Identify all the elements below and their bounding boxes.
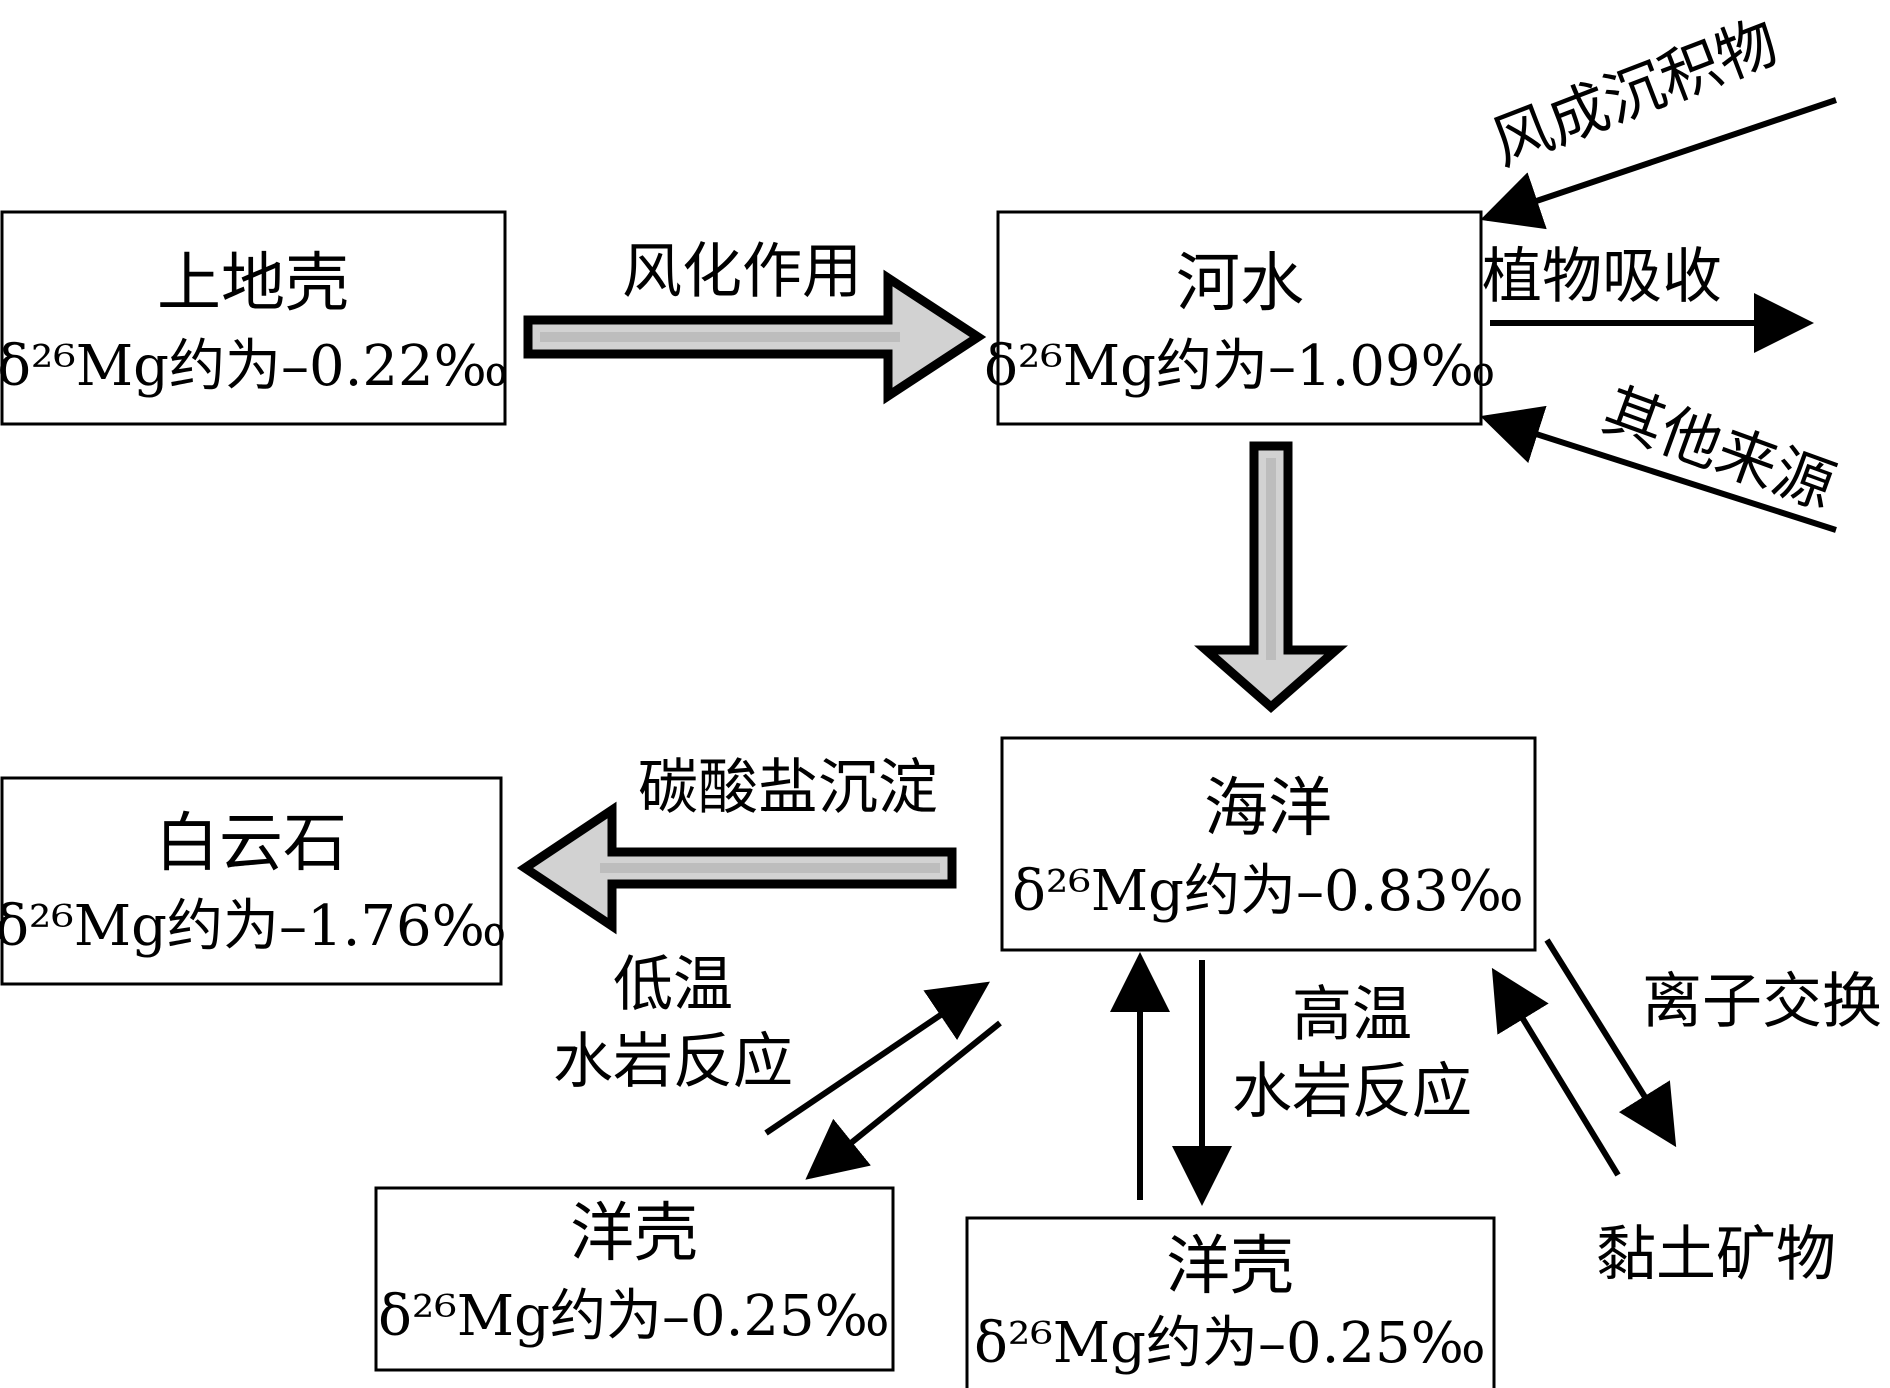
node-dolomite-value: δ²⁶Mg约为–1.76‰ <box>0 894 507 959</box>
block-arrow-carbonate <box>516 801 957 935</box>
arrow-low-temp-down <box>805 1020 1002 1180</box>
node-upper-crust: 上地壳 δ²⁶Mg约为–0.22‰ <box>0 210 509 426</box>
node-river-name: 河水 <box>1176 247 1304 321</box>
node-oceanic-crust-low-name: 洋壳 <box>570 1197 698 1271</box>
node-oceanic-crust-high: 洋壳 δ²⁶Mg约为–0.25‰ <box>965 1216 1496 1388</box>
label-low-temp-line2: 水岩反应 <box>553 1027 793 1097</box>
block-arrow-weathering <box>523 269 987 405</box>
label-aeolian-sediment: 风成沉积物 <box>1482 7 1787 180</box>
arrow-low-temp-up <box>764 981 990 1136</box>
node-upper-crust-value: δ²⁶Mg约为–0.22‰ <box>0 334 509 399</box>
label-other-sources: 其他来源 <box>1594 375 1843 523</box>
arrow-ion-exchange-down <box>1544 938 1677 1148</box>
label-low-temp-line1: 低温 <box>613 950 733 1020</box>
label-clay-minerals: 黏土矿物 <box>1596 1220 1836 1290</box>
node-river-value: δ²⁶Mg约为–1.09‰ <box>984 334 1496 399</box>
node-ocean-value: δ²⁶Mg约为–0.83‰ <box>1012 859 1524 924</box>
node-oceanic-crust-high-name: 洋壳 <box>1166 1230 1294 1304</box>
label-ion-exchange: 离子交换 <box>1642 967 1882 1037</box>
node-dolomite-name: 白云石 <box>155 807 347 881</box>
node-ocean-name: 海洋 <box>1204 772 1332 846</box>
block-arrow-river-to-ocean <box>1194 441 1348 713</box>
label-high-temp-line2: 水岩反应 <box>1232 1057 1472 1127</box>
node-river: 河水 δ²⁶Mg约为–1.09‰ <box>984 210 1496 426</box>
label-high-temp-line1: 高温 <box>1292 980 1412 1050</box>
label-plant-uptake: 植物吸收 <box>1482 242 1722 312</box>
label-carbonate-precipitation: 碳酸盐沉淀 <box>638 753 938 823</box>
arrow-clay-up <box>1491 967 1621 1177</box>
node-oceanic-crust-low: 洋壳 δ²⁶Mg约为–0.25‰ <box>374 1186 895 1372</box>
node-oceanic-crust-high-value: δ²⁶Mg约为–0.25‰ <box>974 1311 1486 1376</box>
node-oceanic-crust-low-value: δ²⁶Mg约为–0.25‰ <box>378 1284 890 1349</box>
node-upper-crust-name: 上地壳 <box>157 247 349 321</box>
arrow-aeolian-in <box>1480 97 1837 230</box>
label-weathering: 风化作用 <box>622 237 862 307</box>
node-ocean: 海洋 δ²⁶Mg约为–0.83‰ <box>1000 736 1537 952</box>
arrow-other-sources-in <box>1480 405 1837 533</box>
node-dolomite: 白云石 δ²⁶Mg约为–1.76‰ <box>0 776 507 986</box>
